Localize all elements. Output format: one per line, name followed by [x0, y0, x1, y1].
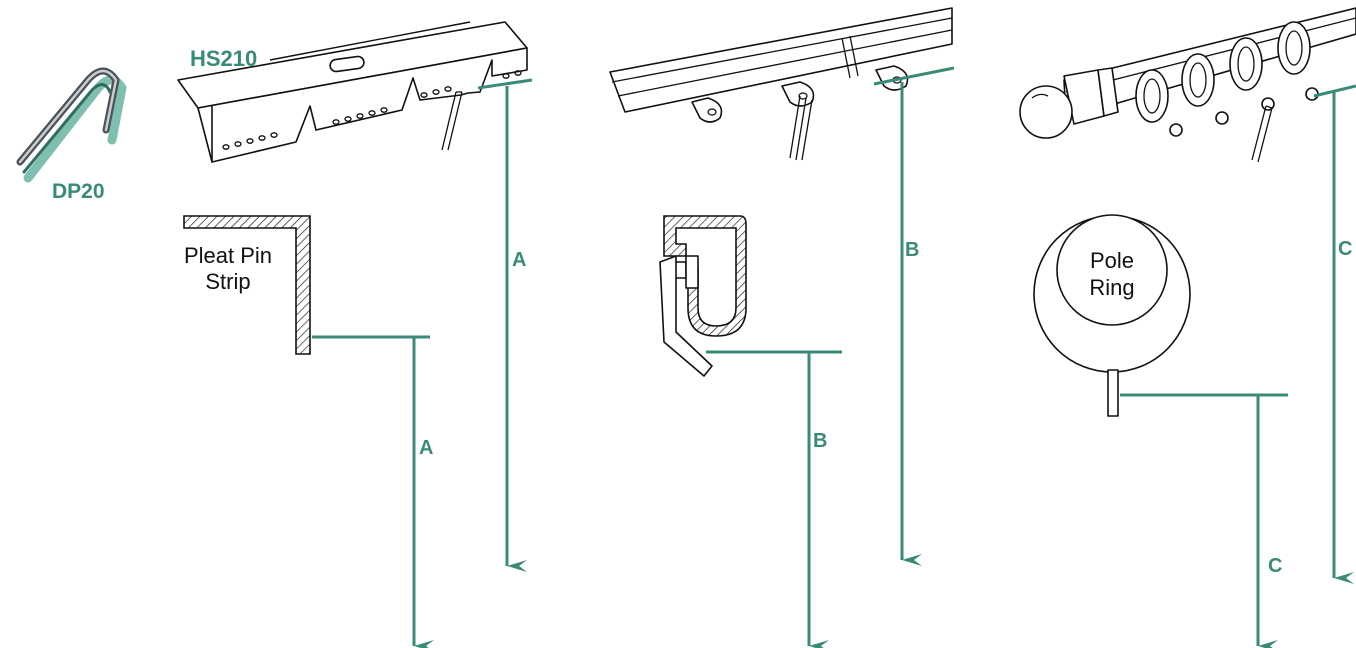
strip-code-label: HS210 — [190, 46, 257, 71]
measurement-c-profile-label: C — [1268, 555, 1282, 577]
measurement-a-top — [477, 78, 533, 572]
measurement-b-profile — [706, 350, 842, 648]
strip-caption-line1: Pleat Pin — [184, 243, 272, 268]
measurement-a-profile — [312, 335, 434, 648]
measurement-a-top-label: A — [512, 249, 526, 271]
curtain-pole-drawing — [1019, 7, 1356, 163]
measurement-c-top-label: C — [1338, 238, 1352, 260]
ring-caption-line2: Ring — [1089, 275, 1134, 300]
pleat-pin-strip-profile — [183, 215, 311, 355]
pleat-pin-icon — [16, 67, 127, 183]
strip-label-leader — [269, 21, 471, 61]
pin-code-label: DP20 — [52, 180, 105, 203]
pole-rings — [1135, 21, 1319, 137]
measurement-b-top-label: B — [905, 239, 919, 261]
track-glider-profile — [659, 215, 747, 377]
measurement-b-top — [873, 66, 955, 566]
measurement-a-profile-label: A — [419, 437, 433, 459]
measurement-c-profile — [1120, 393, 1288, 648]
measurement-b-profile-label: B — [813, 430, 827, 452]
strip-holes — [222, 70, 522, 150]
measurement-c-top — [1313, 84, 1356, 584]
curtain-track-drawing — [609, 7, 953, 161]
ring-caption-line1: Pole — [1090, 248, 1134, 273]
pleat-pin-strip-drawing — [177, 21, 528, 163]
strip-caption-line2: Strip — [205, 269, 250, 294]
pole-ring-profile — [1033, 214, 1191, 417]
